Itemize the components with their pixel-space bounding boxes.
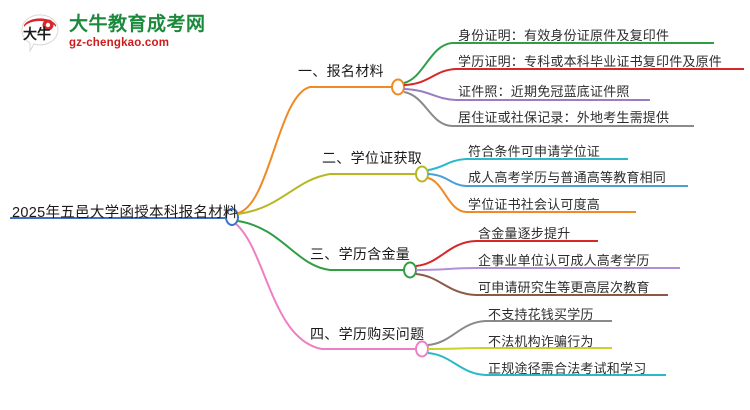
leaf-node-2-2-label[interactable]: 成人高考学历与普通高等教育相同	[468, 170, 667, 185]
logo-mark-icon: 大牛	[18, 11, 62, 53]
branch-1-connector-node	[391, 78, 405, 96]
leaf-node-4-2-label[interactable]: 不法机构诈骗行为	[488, 334, 594, 349]
leaf-node-1-1-label[interactable]: 身份证明：有效身份证原件及复印件	[458, 28, 670, 43]
branch-node-2-label[interactable]: 二、学位证获取	[322, 150, 423, 166]
logo-title: 大牛教育成考网	[69, 14, 206, 35]
leaf-node-3-3-label[interactable]: 可申请研究生等更高层次教育	[478, 280, 650, 295]
logo-mark-text: 大牛	[23, 26, 51, 42]
branch-2-connector-node	[415, 165, 429, 183]
branch-node-3-label[interactable]: 三、学历含金量	[310, 246, 411, 262]
branch-node-4-label[interactable]: 四、学历购买问题	[310, 326, 425, 342]
leaf-node-4-3-label[interactable]: 正规途径需合法考试和学习	[488, 361, 647, 376]
root-node-label[interactable]: 2025年五邑大学函授本科报名材料	[12, 205, 238, 221]
leaf-node-2-1-label[interactable]: 符合条件可申请学位证	[468, 144, 601, 159]
leaf-node-3-1-label[interactable]: 含金量逐步提升	[478, 226, 571, 241]
leaf-node-1-2-label[interactable]: 学历证明：专科或本科毕业证书复印件及原件	[458, 54, 723, 69]
leaf-node-3-2-label[interactable]: 企事业单位认可成人高考学历	[478, 253, 650, 268]
branch-node-1-label[interactable]: 一、报名材料	[298, 63, 384, 79]
leaf-node-4-1-label[interactable]: 不支持花钱买学历	[488, 307, 594, 322]
site-logo: 大牛 大牛教育成考网 gz-chengkao.com	[18, 8, 228, 56]
logo-wordmark: 大牛教育成考网 gz-chengkao.com	[69, 15, 206, 49]
logo-subtitle: gz-chengkao.com	[69, 36, 170, 49]
leaf-node-1-4-label[interactable]: 居住证或社保记录：外地考生需提供	[458, 110, 670, 125]
branch-3-connector-node	[403, 261, 417, 279]
leaf-node-1-3-label[interactable]: 证件照：近期免冠蓝底证件照	[458, 84, 630, 99]
leaf-node-2-3-label[interactable]: 学位证书社会认可度高	[468, 197, 601, 212]
link-root-branch-2	[237, 173, 418, 215]
